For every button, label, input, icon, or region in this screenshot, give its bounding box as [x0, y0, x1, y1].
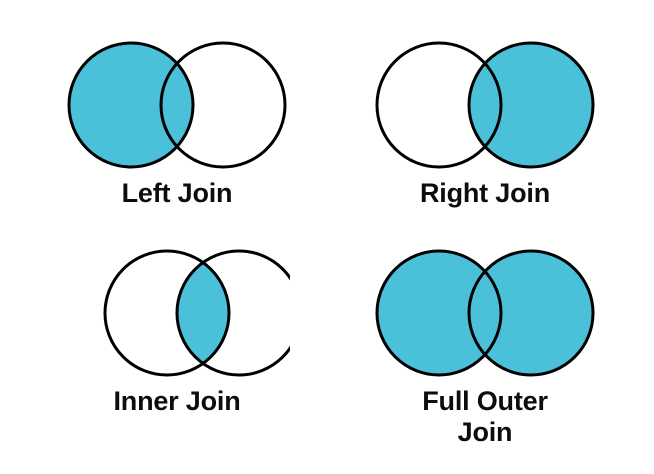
venn-cell-inner-join: Inner Join	[64, 246, 290, 417]
venn-caption-full-outer-join: Full Outer Join	[422, 386, 548, 447]
venn-circle-right	[469, 43, 593, 167]
venn-circle-left-outline	[375, 41, 503, 169]
venn-circle-right-outline	[467, 249, 595, 377]
venn-circle-right	[161, 43, 285, 167]
venn-circle-left-outline	[67, 41, 195, 169]
venn-figure-right-join	[375, 41, 595, 169]
venn-circle-left-outline	[375, 249, 503, 377]
venn-caption-left-join: Left Join	[121, 178, 233, 208]
venn-circle-right	[469, 251, 593, 375]
venn-circle-right-outline	[467, 41, 595, 169]
venn-intersection	[177, 251, 229, 375]
venn-circle-left-outline	[103, 249, 231, 377]
venn-caption-inner-join: Inner Join	[113, 386, 241, 416]
venn-circle-left	[377, 43, 501, 167]
venn-cell-right-join: Right Join	[372, 38, 598, 209]
venn-figure-left-join	[67, 41, 287, 169]
venn-caption-right-join: Right Join	[420, 178, 550, 208]
venn-circle-right-outline	[159, 41, 287, 169]
venn-figure-inner-join	[103, 249, 290, 377]
venn-cell-left-join: Left Join	[64, 38, 290, 209]
venn-cell-full-outer-join: Full Outer Join	[372, 246, 598, 448]
venn-circle-left	[69, 43, 193, 167]
venn-circle-left	[377, 251, 501, 375]
venn-figure-full-outer-join	[375, 249, 595, 377]
venn-circle-right-outline	[175, 249, 290, 377]
